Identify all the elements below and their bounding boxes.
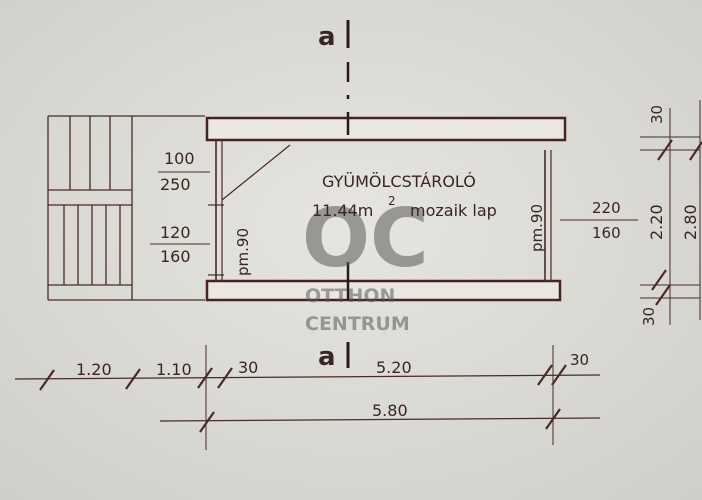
opening-left-upper-height: 250 [160,175,191,194]
section-mark-bottom: a [318,342,336,372]
section-line: a a [318,20,350,372]
dim-bottom-2: 1.10 [156,360,192,379]
left-sill-note: pm.90 [234,228,252,276]
watermark-line2: CENTRUM [305,313,410,335]
room-name: GYÜMÖLCSTÁROLÓ [322,172,476,191]
bottom-dimensions: 1.20 1.10 30 5.20 30 5.80 [14,345,601,450]
watermark: OC OTTHON CENTRUM [302,192,429,335]
dim-bottom-5: 30 [570,351,589,369]
dim-bottom-4: 5.20 [376,358,412,377]
door-swing [221,144,291,201]
room-labels: GYÜMÖLCSTÁROLÓ 11.44m 2 mozaik lap [312,172,497,220]
watermark-logo: OC [302,192,429,285]
dim-bottom-1: 1.20 [76,360,112,379]
opening-right-width: 220 [592,199,621,217]
dim-bottom-total: 5.80 [372,401,408,420]
opening-left-lower-height: 160 [160,247,191,266]
section-mark-top: a [318,22,336,52]
watermark-line1: OTTHON [305,285,395,307]
room-walls [205,116,567,302]
room-area: 11.44m [312,201,373,220]
room-area-unit: 2 [388,194,396,208]
bottom-wall [205,279,562,302]
opening-notes: 100 250 120 160 pm.90 pm.90 220 160 [150,149,638,276]
top-wall [205,116,567,142]
staircase [47,115,205,301]
opening-right-height: 160 [592,224,621,242]
dim-right-total: 2.80 [681,204,700,240]
opening-left-lower-width: 120 [160,223,191,242]
right-dimensions: 30 2.20 30 2.80 [640,100,702,326]
right-sill-note: pm.90 [528,204,546,252]
dim-right-top: 30 [648,105,666,124]
dim-bottom-3: 30 [238,358,258,377]
dim-right-bottom: 30 [640,307,658,326]
opening-left-upper-width: 100 [164,149,195,168]
room-floor: mozaik lap [410,201,497,220]
dim-right-middle: 2.20 [647,204,666,240]
